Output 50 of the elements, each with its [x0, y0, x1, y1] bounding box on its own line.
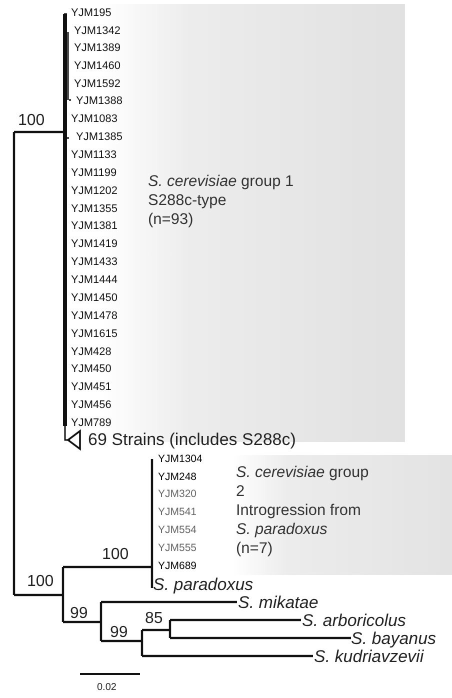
strain-label: YJM1133 [71, 150, 117, 161]
species-label: S. arboricolus [302, 612, 406, 629]
species-label: S. kudriavzevii [314, 648, 424, 665]
strain-label: YJM428 [71, 346, 112, 358]
bootstrap-value: 100 [18, 113, 45, 130]
species-label: S. bayanus [351, 630, 436, 647]
strain-label: YJM541 [158, 507, 197, 518]
group-label: S. cerevisiae group 1 [148, 172, 295, 191]
strain-label: YJM1592 [74, 78, 120, 90]
group-label: S. cerevisiae group 2 [236, 463, 370, 501]
strain-label: YJM320 [158, 489, 197, 500]
group-label: S288c-type [148, 191, 228, 210]
strain-label: YJM450 [71, 364, 112, 375]
group-label: (n=93) [148, 210, 194, 229]
strain-label: YJM248 [158, 472, 197, 483]
strain-label: YJM1444 [71, 274, 118, 286]
strain-label: YJM1199 [71, 168, 117, 179]
bootstrap-value: 99 [70, 606, 88, 622]
strain-label: YJM1385 [76, 132, 122, 143]
strain-label: YJM1388 [76, 96, 122, 107]
strain-label: YJM1615 [71, 328, 118, 340]
group-label: (n=7) [236, 539, 274, 558]
bootstrap-value: 100 [102, 547, 129, 564]
strain-label: YJM1450 [71, 292, 118, 304]
species-label: S. mikatae [238, 594, 318, 611]
bootstrap-value: 85 [145, 611, 163, 628]
strain-label: YJM554 [158, 525, 197, 536]
strain-label: YJM1202 [71, 186, 118, 197]
group-label: Introgression from S. paradoxus [236, 501, 362, 539]
strain-label: YJM1083 [71, 114, 118, 125]
collapsed-clade-label: 69 Strains (includes S288c) [88, 430, 296, 448]
strain-label: YJM1419 [71, 238, 118, 250]
strain-label: YJM1433 [71, 256, 118, 268]
strain-label: YJM1478 [71, 310, 118, 322]
strain-label: YJM195 [71, 8, 112, 19]
strain-label: YJM1355 [71, 204, 118, 215]
bootstrap-value: 99 [110, 625, 128, 642]
strain-label: YJM555 [158, 543, 197, 554]
strain-label: YJM1460 [74, 60, 120, 72]
strain-label: YJM1389 [74, 42, 120, 54]
strain-label: YJM1381 [71, 220, 118, 232]
strain-label: YJM451 [71, 382, 112, 393]
strain-label: YJM456 [71, 400, 112, 411]
strain-label: YJM789 [71, 418, 112, 429]
species-label: S. paradoxus [153, 576, 254, 593]
bootstrap-value: 100 [27, 574, 54, 590]
scale-bar-label: 0.02 [97, 682, 116, 692]
strain-label: YJM1342 [74, 26, 120, 37]
strain-label: YJM1304 [158, 454, 202, 465]
strain-label: YJM689 [158, 561, 197, 572]
